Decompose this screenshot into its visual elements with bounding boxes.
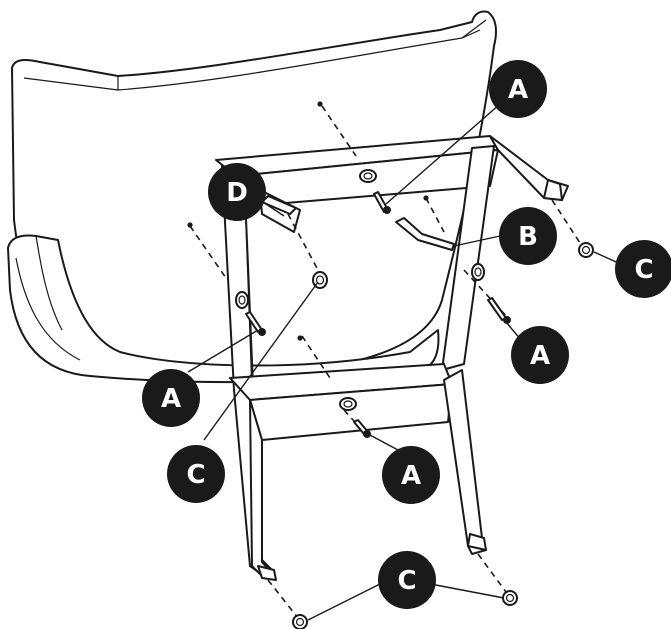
callout-a-top: A [489,60,547,118]
callout-d: D [208,163,266,221]
callout-a-left: A [142,369,200,427]
callout-c-right: C [615,240,671,298]
allen-key [395,217,455,251]
pilot-hole [297,335,303,341]
frame-lower-leg-right [443,369,487,555]
callout-b: B [499,207,557,265]
hardware [187,101,594,629]
floor-glide-arm [578,242,594,258]
svg-text:C: C [186,460,205,490]
callouts: A B C D A A C A [142,60,671,609]
svg-text:D: D [226,178,248,208]
callout-c-bottom: C [378,551,436,609]
frame-right-upper-leg [441,145,495,371]
floor-glide-leg-right [502,590,518,606]
svg-text:C: C [634,255,653,285]
pilot-hole [187,222,193,228]
callout-a-right: A [511,326,569,384]
bolt-top [359,169,391,214]
floor-glide-leg-left [292,614,308,629]
bolt-left [235,291,266,336]
bolt-bottom [339,397,371,438]
bolt-right [471,263,511,324]
svg-text:A: A [508,75,528,105]
pilot-hole [317,101,323,107]
callout-a-bottom: A [382,446,440,504]
svg-text:A: A [401,461,421,491]
svg-text:A: A [530,341,550,371]
pilot-hole [423,195,429,201]
svg-text:A: A [161,384,181,414]
svg-text:B: B [518,222,538,252]
callout-c-left: C [167,445,225,503]
svg-text:C: C [397,566,416,596]
